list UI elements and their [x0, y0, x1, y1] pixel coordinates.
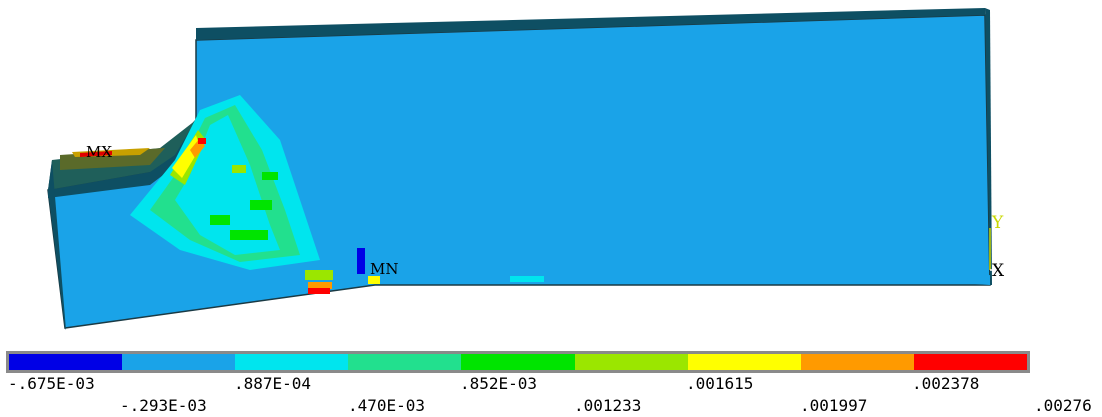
- legend-tick-label: .887E-04: [234, 374, 312, 393]
- legend-tick-label: .001997: [800, 396, 868, 415]
- legend-band-2: [235, 354, 349, 370]
- body-right-edge: [985, 8, 992, 285]
- triad-y-label: Y: [991, 213, 1004, 233]
- legend-band-7: [800, 354, 914, 370]
- stress-contour-region: [130, 95, 544, 294]
- legend-tick-label: -.293E-03: [120, 396, 207, 415]
- legend-tick-label: .001233: [574, 396, 642, 415]
- legend-tick-label: .002378: [912, 374, 980, 393]
- min-element: [357, 248, 365, 274]
- legend-tick-label: -.675E-03: [8, 374, 95, 393]
- contour-legend: [6, 351, 1030, 377]
- body-top-face: [196, 8, 985, 40]
- legend-tick-label: .852E-03: [460, 374, 538, 393]
- triad-x-label: X: [992, 261, 1005, 281]
- legend-band-8: [913, 354, 1027, 370]
- legend-band-0: [9, 354, 123, 370]
- legend-color-bar: [6, 351, 1030, 373]
- min-marker-label: MN: [370, 260, 398, 278]
- legend-band-4: [461, 354, 575, 370]
- legend-band-6: [687, 354, 801, 370]
- notch-max-red: [80, 151, 112, 157]
- legend-band-3: [348, 354, 462, 370]
- body-left-edge: [48, 160, 66, 330]
- legend-band-5: [574, 354, 688, 370]
- legend-tick-label: .001615: [686, 374, 754, 393]
- coordinate-triad: Y X: [945, 213, 1005, 285]
- legend-tick-label: .00276: [1034, 396, 1092, 415]
- legend-tick-label: .470E-03: [348, 396, 426, 415]
- legend-band-1: [122, 354, 236, 370]
- max-marker-label: MX: [86, 143, 112, 161]
